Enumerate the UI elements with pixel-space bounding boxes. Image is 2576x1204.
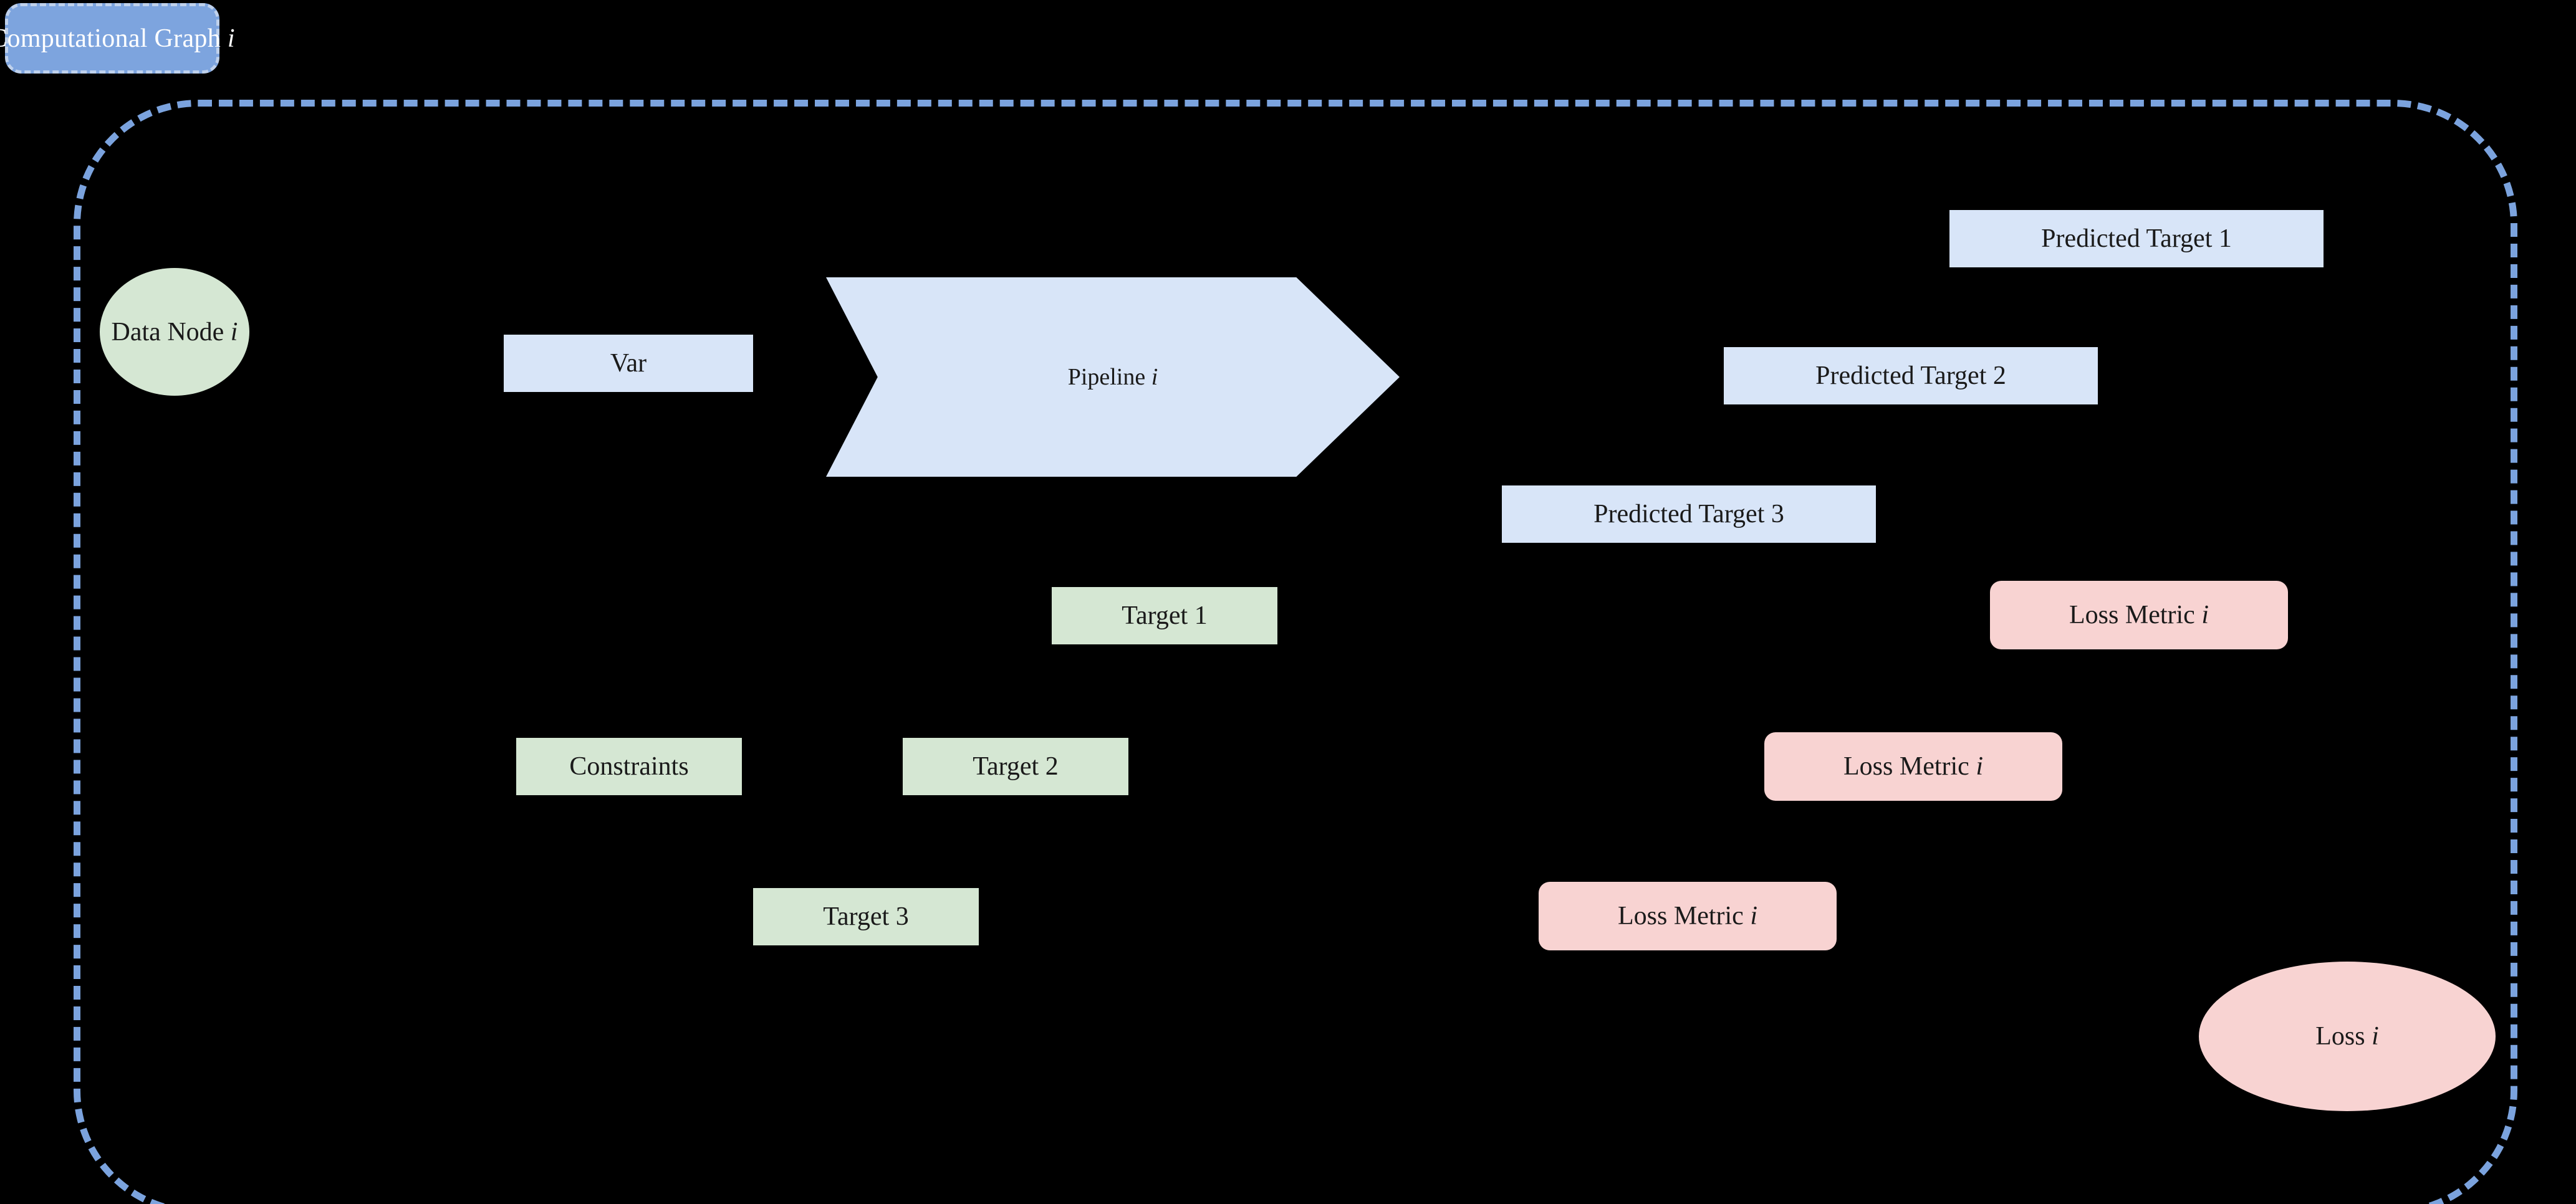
node-loss-metric-2-label: Loss Metric i [1843,752,1983,781]
node-predicted-target-3[interactable]: Predicted Target 3 [1502,485,1876,543]
node-predicted-target-1[interactable]: Predicted Target 1 [1949,210,2324,267]
node-target-2-label: Target 2 [973,752,1059,781]
node-constraints[interactable]: Constraints [516,738,742,795]
computational-graph-title: Computational Graph i [0,3,234,74]
node-target-1-label: Target 1 [1122,601,1208,630]
node-pipeline[interactable]: Pipeline i [826,277,1400,477]
computational-graph-container [74,100,2517,1204]
node-loss-metric-1-label: Loss Metric i [2069,601,2209,629]
node-loss-metric-3[interactable]: Loss Metric i [1539,882,1837,950]
node-target-2[interactable]: Target 2 [903,738,1128,795]
node-var-label: Var [610,349,647,378]
node-predicted-target-2[interactable]: Predicted Target 2 [1724,347,2098,404]
node-target-1[interactable]: Target 1 [1052,587,1277,644]
node-loss-label: Loss i [2315,1022,2379,1051]
node-target-3-label: Target 3 [823,902,909,931]
node-constraints-label: Constraints [569,752,689,781]
node-pipeline-label: Pipeline i [1067,364,1158,390]
node-loss-metric-2[interactable]: Loss Metric i [1764,732,2062,801]
node-predicted-target-3-label: Predicted Target 3 [1593,500,1784,528]
node-predicted-target-2-label: Predicted Target 2 [1815,361,2006,390]
node-predicted-target-1-label: Predicted Target 1 [2041,224,2232,253]
node-loss-metric-1[interactable]: Loss Metric i [1990,581,2288,649]
node-var[interactable]: Var [504,335,753,392]
node-loss-metric-3-label: Loss Metric i [1618,902,1757,930]
node-target-3[interactable]: Target 3 [753,888,979,945]
node-data-node-label: Data Node i [111,317,238,346]
node-data-node[interactable]: Data Node i [100,268,249,396]
node-loss[interactable]: Loss i [2199,962,2496,1111]
computational-graph-title-label: Computational Graph i [0,24,235,53]
